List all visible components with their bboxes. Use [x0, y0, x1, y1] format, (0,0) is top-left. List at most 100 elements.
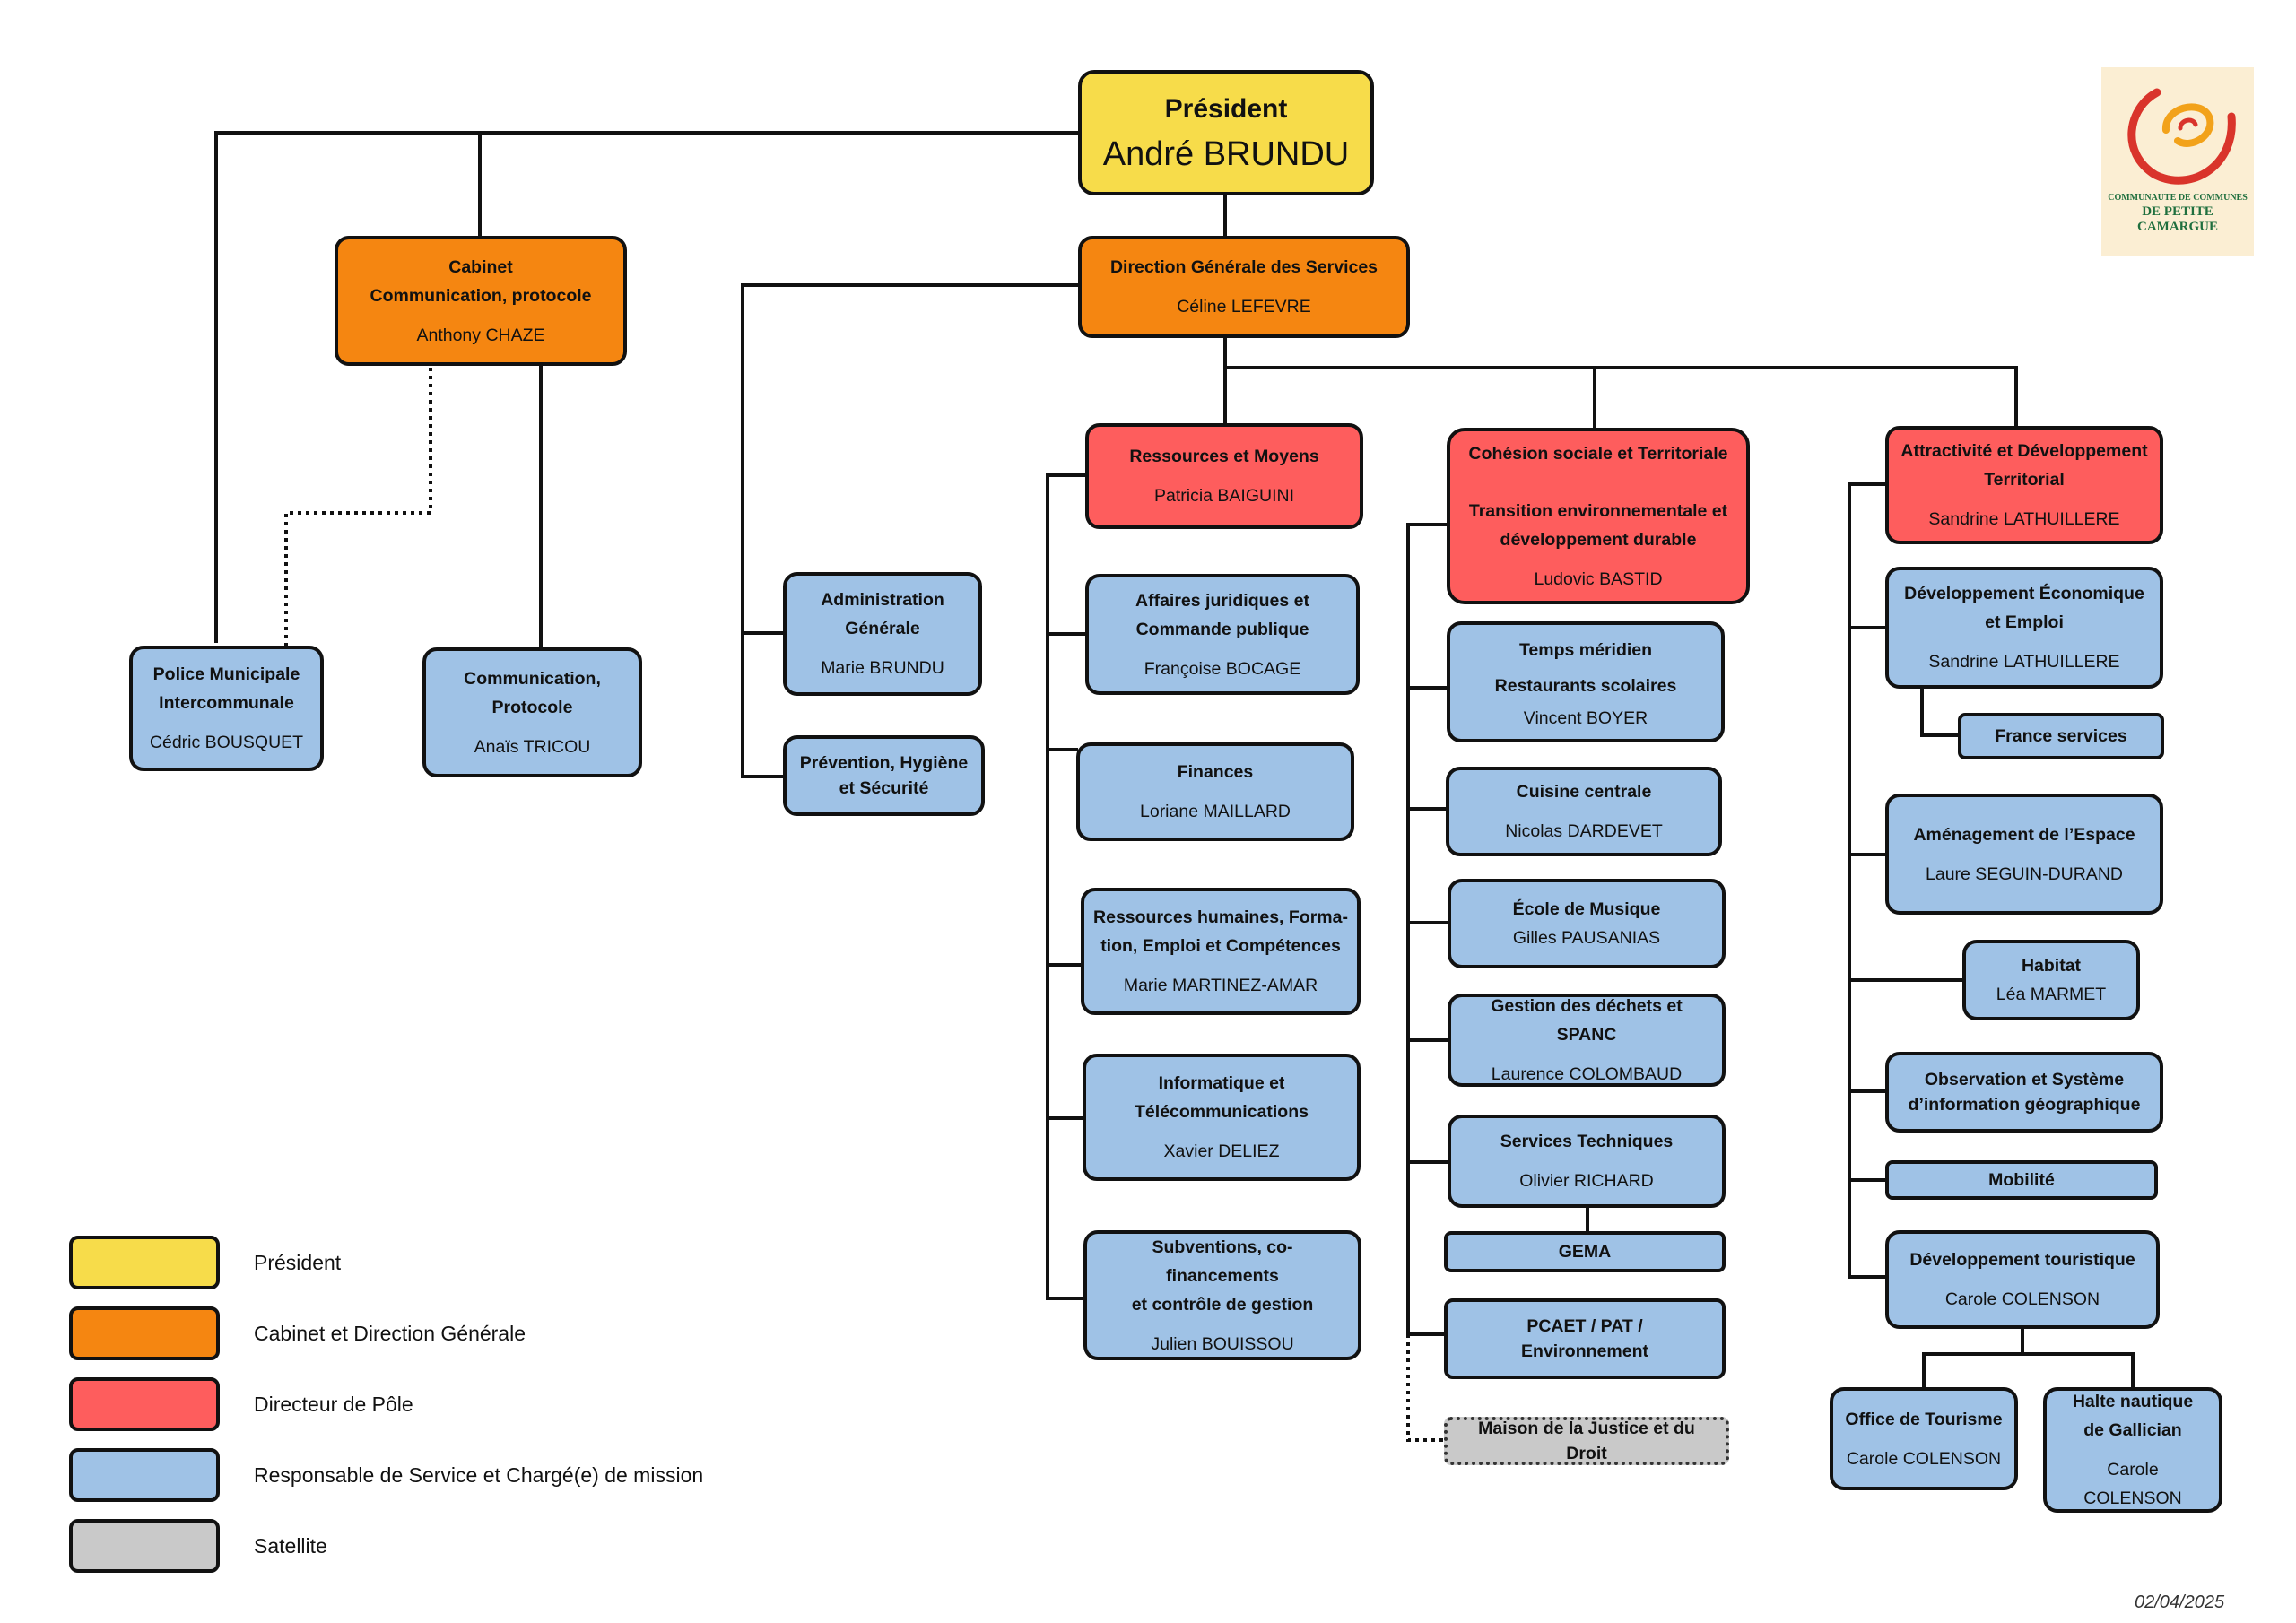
service-name: Carole COLENSON — [1846, 1448, 2002, 1469]
link-ressources-spine — [1046, 473, 1087, 1300]
service-title: Observation et Système d’information géo… — [1908, 1070, 2141, 1115]
service-name: Loriane MAILLARD — [1140, 802, 1291, 821]
legend-label: Président — [254, 1251, 342, 1274]
service-title: Cuisine centrale — [1516, 782, 1652, 802]
logo-swirl-icon — [2127, 88, 2236, 185]
service-finances: Finances Loriane MAILLARD — [1076, 742, 1354, 841]
pole-attractivite-box: Attractivité et Développement Territoria… — [1885, 426, 2163, 544]
service-title: PCAET / PAT / Environnement — [1521, 1316, 1648, 1361]
pole-cohesion-title: Cohésion sociale et Territoriale Transit… — [1468, 443, 1728, 550]
service-title: Affaires juridiques et Commande publique — [1135, 590, 1309, 639]
communication-title: Communication, Protocole — [464, 668, 601, 717]
service-observation-sig: Observation et Système d’information géo… — [1885, 1052, 2163, 1133]
satellite-maison-justice: Maison de la Justice et du Droit — [1444, 1417, 1729, 1465]
service-name: Laure SEGUIN-DURAND — [1926, 864, 2123, 884]
service-halte-nautique: Halte nautique de Gallician Carole COLEN… — [2043, 1387, 2222, 1513]
president-box: Président André BRUNDU — [1078, 70, 1374, 195]
cabinet-title: Cabinet Communication, protocole — [370, 256, 592, 306]
service-title: Informatique et Télécommunications — [1135, 1073, 1309, 1122]
legend-swatch-president — [69, 1236, 220, 1289]
pole-cohesion-box: Cohésion sociale et Territoriale Transit… — [1447, 428, 1750, 604]
service-temps-meridien: Temps méridien Restaurants scolaires Vin… — [1447, 621, 1725, 742]
police-title: Police Municipale Intercommunale — [152, 664, 300, 713]
service-name: Marie MARTINEZ-AMAR — [1123, 976, 1318, 995]
prevention-box: Prévention, Hygiène et Sécurité — [783, 735, 985, 816]
link-attractivite-spine — [1848, 482, 1887, 1279]
service-title: Développement touristique — [1909, 1250, 2135, 1270]
police-name: Cédric BOUSQUET — [149, 733, 304, 752]
service-name: Léa MARMET — [1996, 985, 2107, 1004]
legend-swatch-directeur — [69, 1377, 220, 1431]
service-name: Julien BOUISSOU — [1151, 1333, 1294, 1354]
service-name: Sandrine LATHUILLERE — [1928, 652, 2120, 672]
logo-line2: DE PETITE — [2142, 204, 2213, 219]
service-title: Subventions, co-financements et contrôle… — [1131, 1237, 1314, 1315]
service-name: Laurence COLOMBAUD — [1491, 1064, 1683, 1084]
dgs-title: Direction Générale des Services — [1109, 257, 1378, 277]
legend-label: Responsable de Service et Chargé(e) de m… — [254, 1463, 704, 1487]
service-title: Mobilité — [1988, 1170, 2055, 1190]
service-title: Services Techniques — [1500, 1132, 1674, 1151]
service-name: Vincent BOYER — [1523, 707, 1648, 728]
link-president-bar — [214, 131, 1078, 643]
service-name: Gilles PAUSANIAS — [1512, 928, 1661, 948]
service-developpement-economique: Développement Économique et Emploi Sandr… — [1885, 567, 2163, 689]
president-name: André BRUNDU — [1102, 135, 1350, 173]
service-title: Halte nautique de Gallician — [2072, 1392, 2194, 1440]
admin-title: Administration Générale — [821, 590, 944, 638]
service-name: Carole COLENSON — [1944, 1289, 2100, 1309]
prevention-title: Prévention, Hygiène et Sécurité — [799, 753, 969, 798]
service-informatique: Informatique et Télécommunications Xavie… — [1083, 1054, 1361, 1181]
service-ecole-musique: École de Musique Gilles PAUSANIAS — [1448, 879, 1726, 968]
service-title: Temps méridien Restaurants scolaires — [1494, 639, 1677, 696]
service-title: Finances — [1177, 762, 1254, 782]
service-title: Gestion des déchets et SPANC — [1491, 996, 1683, 1045]
service-title: Office de Tourisme — [1845, 1409, 2003, 1429]
service-cuisine-centrale: Cuisine centrale Nicolas DARDEVET — [1446, 767, 1722, 856]
service-title: GEMA — [1558, 1242, 1612, 1262]
service-title: Habitat — [2021, 956, 2082, 976]
service-title: Aménagement de l’Espace — [1913, 824, 2135, 845]
admin-name: Marie BRUNDU — [821, 658, 944, 678]
cabinet-name: Anthony CHAZE — [416, 325, 545, 345]
service-developpement-touristique: Développement touristique Carole COLENSO… — [1885, 1230, 2160, 1329]
service-habitat: Habitat Léa MARMET — [1962, 940, 2140, 1020]
service-name: Carole COLENSON — [2083, 1460, 2182, 1508]
service-ressources-humaines: Ressources humaines, Forma- tion, Emploi… — [1081, 888, 1361, 1015]
service-title: École de Musique — [1512, 899, 1661, 919]
service-gestion-dechets: Gestion des déchets et SPANC Laurence CO… — [1448, 994, 1726, 1087]
legend-swatch-satellite — [69, 1519, 220, 1573]
service-name: Olivier RICHARD — [1519, 1171, 1654, 1191]
pole-attractivite-title: Attractivité et Développement Territoria… — [1900, 441, 2148, 490]
pole-attractivite-name: Sandrine LATHUILLERE — [1928, 509, 2120, 529]
pole-ressources-box: Ressources et Moyens Patricia BAIGUINI — [1085, 423, 1363, 529]
pole-ressources-name: Patricia BAIGUINI — [1153, 486, 1295, 506]
service-services-techniques: Services Techniques Olivier RICHARD — [1448, 1115, 1726, 1208]
logo-line1: COMMUNAUTE DE COMMUNES — [2108, 193, 2248, 203]
president-title: Président — [1164, 94, 1288, 124]
service-affaires-juridiques: Affaires juridiques et Commande publique… — [1085, 574, 1360, 695]
service-title: Développement Économique et Emploi — [1904, 584, 2144, 632]
legend-label: Directeur de Pôle — [254, 1393, 413, 1416]
legend-label: Satellite — [254, 1534, 327, 1558]
dgs-name: Céline LEFEVRE — [1177, 297, 1311, 317]
cabinet-box: Cabinet Communication, protocole Anthony… — [335, 236, 627, 366]
legend-swatch-cabinet — [69, 1306, 220, 1360]
link-dgs-admin — [741, 283, 1080, 778]
pole-cohesion-name: Ludovic BASTID — [1534, 568, 1663, 589]
service-title: France services — [1995, 726, 2127, 746]
pole-ressources-title: Ressources et Moyens — [1129, 447, 1319, 466]
logo: COMMUNAUTE DE COMMUNES DE PETITE CAMARGU… — [2101, 67, 2254, 256]
admin-box: Administration Générale Marie BRUNDU — [783, 572, 982, 696]
document-date: 02/04/2025 — [2135, 1593, 2225, 1612]
service-mobilite: Mobilité — [1885, 1160, 2158, 1200]
link-cohesion-satellite-dotted — [1406, 1334, 1444, 1442]
police-box: Police Municipale Intercommunale Cédric … — [129, 646, 324, 771]
service-office-tourisme: Office de Tourisme Carole COLENSON — [1830, 1387, 2018, 1490]
communication-box: Communication, Protocole Anaïs TRICOU — [422, 647, 642, 777]
service-name: Françoise BOCAGE — [1144, 658, 1301, 679]
service-pcaet: PCAET / PAT / Environnement — [1444, 1298, 1726, 1379]
service-france-services: France services — [1958, 713, 2164, 759]
